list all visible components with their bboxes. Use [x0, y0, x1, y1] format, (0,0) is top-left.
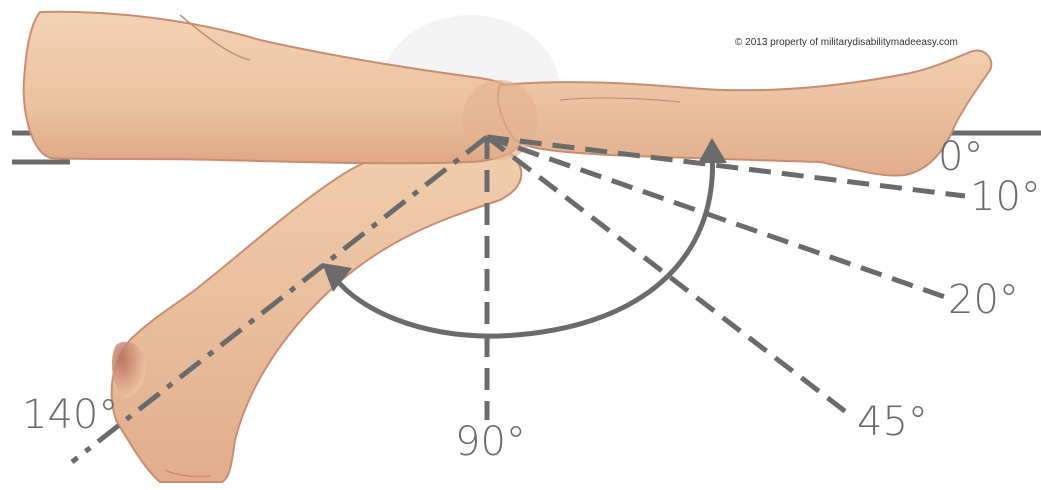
- extended-lower-leg: [498, 51, 991, 176]
- angle-label-140: 140°: [22, 392, 118, 438]
- angle-label-90: 90°: [455, 419, 526, 465]
- angle-label-20: 20°: [948, 277, 1019, 323]
- angle-label-45: 45°: [857, 399, 928, 445]
- copyright-notice: © 2013 property of militarydisabilitymad…: [735, 37, 1035, 48]
- angle-label-10: 10°: [970, 174, 1041, 220]
